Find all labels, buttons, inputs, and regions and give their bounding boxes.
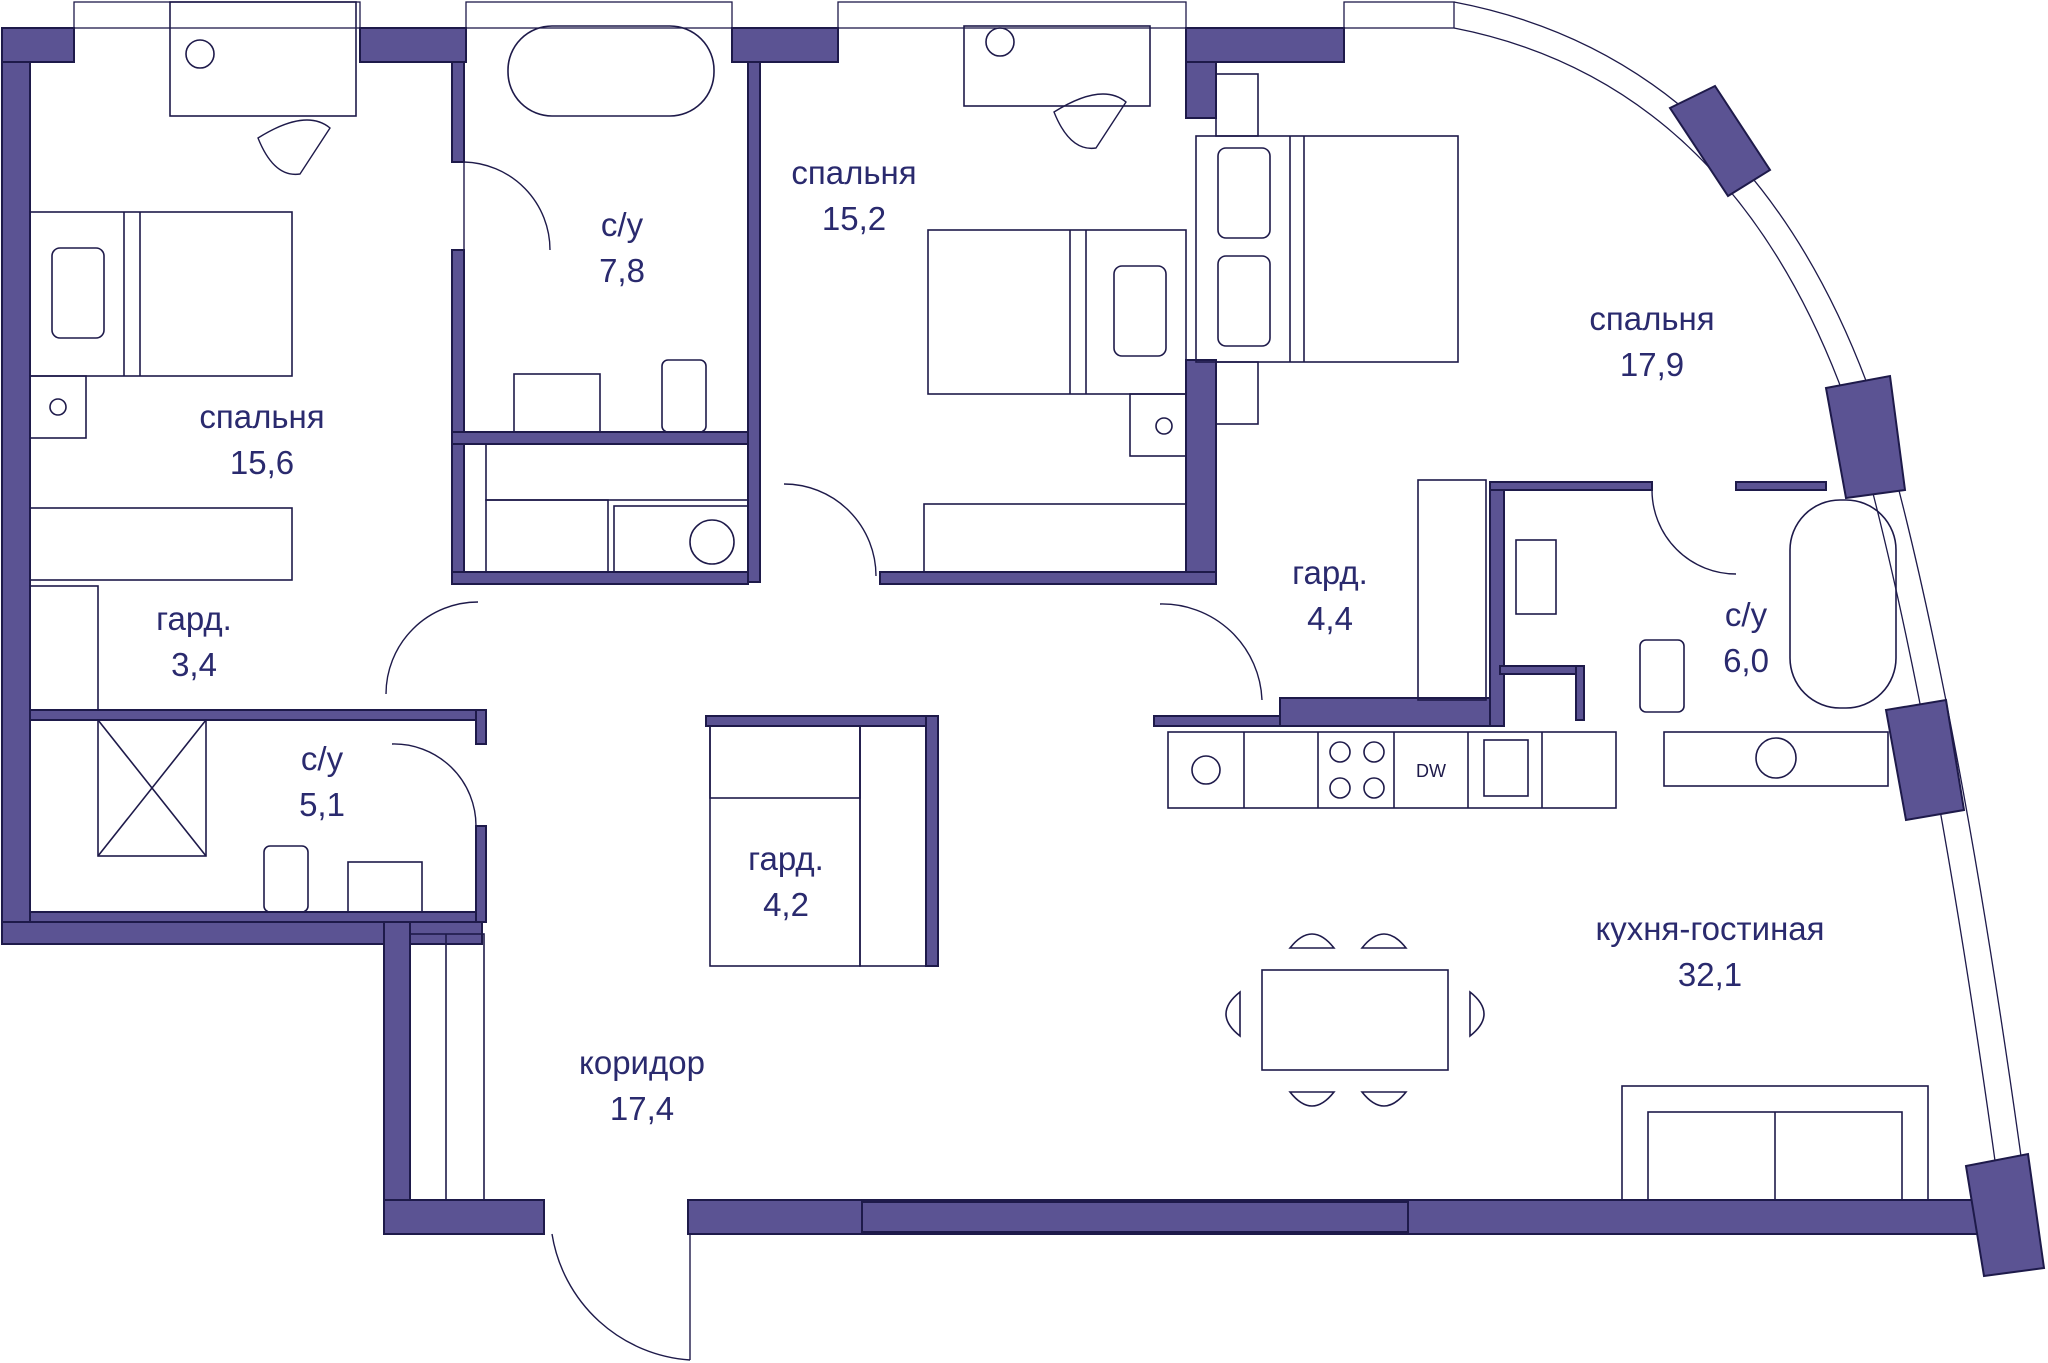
- room-name-wardrobe-2: гард.: [748, 840, 824, 877]
- sink-icon: [1515, 539, 1557, 615]
- stove-icon: [1329, 741, 1385, 799]
- room-area-wardrobe-3: 4,4: [1307, 600, 1353, 637]
- bed-icon: [29, 211, 293, 377]
- room-labels: спальня 15,6 с/у 7,8 спальня 15,2 спальн…: [156, 154, 1824, 1127]
- wardrobe-icon: [923, 503, 1187, 573]
- toilet-icon: [661, 359, 707, 433]
- toilet-icon: [263, 845, 309, 913]
- room-name-bedroom-1: спальня: [199, 398, 324, 435]
- room-name-wardrobe-1: гард.: [156, 600, 232, 637]
- shower-icon: [97, 719, 207, 857]
- kitchen-counter: [1167, 731, 1617, 809]
- room-area-corridor: 17,4: [610, 1090, 674, 1127]
- room-name-bedroom-2: спальня: [791, 154, 916, 191]
- room-area-bathroom-1: 7,8: [599, 252, 645, 289]
- chair-icon: [1053, 93, 1127, 150]
- room-name-bathroom-3: с/у: [1725, 596, 1768, 633]
- room-name-bathroom-2: с/у: [301, 740, 344, 777]
- wardrobe-icon: [29, 507, 293, 581]
- room-name-corridor: коридор: [579, 1044, 705, 1081]
- room-area-bedroom-1: 15,6: [230, 444, 294, 481]
- wardrobe-icon: [409, 933, 485, 1201]
- room-area-wardrobe-1: 3,4: [171, 646, 217, 683]
- nightstand: [29, 375, 87, 439]
- toilet-icon: [1639, 639, 1685, 713]
- doors: [385, 161, 1737, 1361]
- room-name-bedroom-3: спальня: [1589, 300, 1714, 337]
- sink-icon: [347, 861, 423, 913]
- bed-icon: [1195, 135, 1459, 363]
- room-area-kitchen-living: 32,1: [1678, 956, 1742, 993]
- chair-icon: [257, 119, 331, 176]
- washing-machine-icon: [613, 505, 749, 573]
- walls: [1, 1, 2046, 1278]
- room-name-kitchen-living: кухня-гостиная: [1595, 910, 1824, 947]
- desk-icon: [169, 1, 357, 117]
- bed-icon: [927, 229, 1187, 395]
- sink-icon: [1483, 739, 1529, 797]
- desk-icon: [963, 25, 1151, 107]
- bathtub-icon: [1789, 499, 1897, 709]
- washing-icon: [1191, 755, 1221, 785]
- sink-icon: [513, 373, 601, 433]
- room-area-bathroom-3: 6,0: [1723, 642, 1769, 679]
- furniture: DW: [29, 1, 1929, 1201]
- room-name-wardrobe-3: гард.: [1292, 554, 1368, 591]
- dishwasher-label: DW: [1416, 761, 1446, 781]
- wardrobe-icon: [1417, 479, 1487, 701]
- room-area-bathroom-2: 5,1: [299, 786, 345, 823]
- bathtub-icon: [507, 25, 715, 117]
- room-area-bedroom-2: 15,2: [822, 200, 886, 237]
- dining-table-icon: [1261, 969, 1449, 1071]
- room-area-bedroom-3: 17,9: [1620, 346, 1684, 383]
- hood-counter: [1663, 731, 1889, 787]
- room-name-bathroom-1: с/у: [601, 206, 644, 243]
- room-area-wardrobe-2: 4,2: [763, 886, 809, 923]
